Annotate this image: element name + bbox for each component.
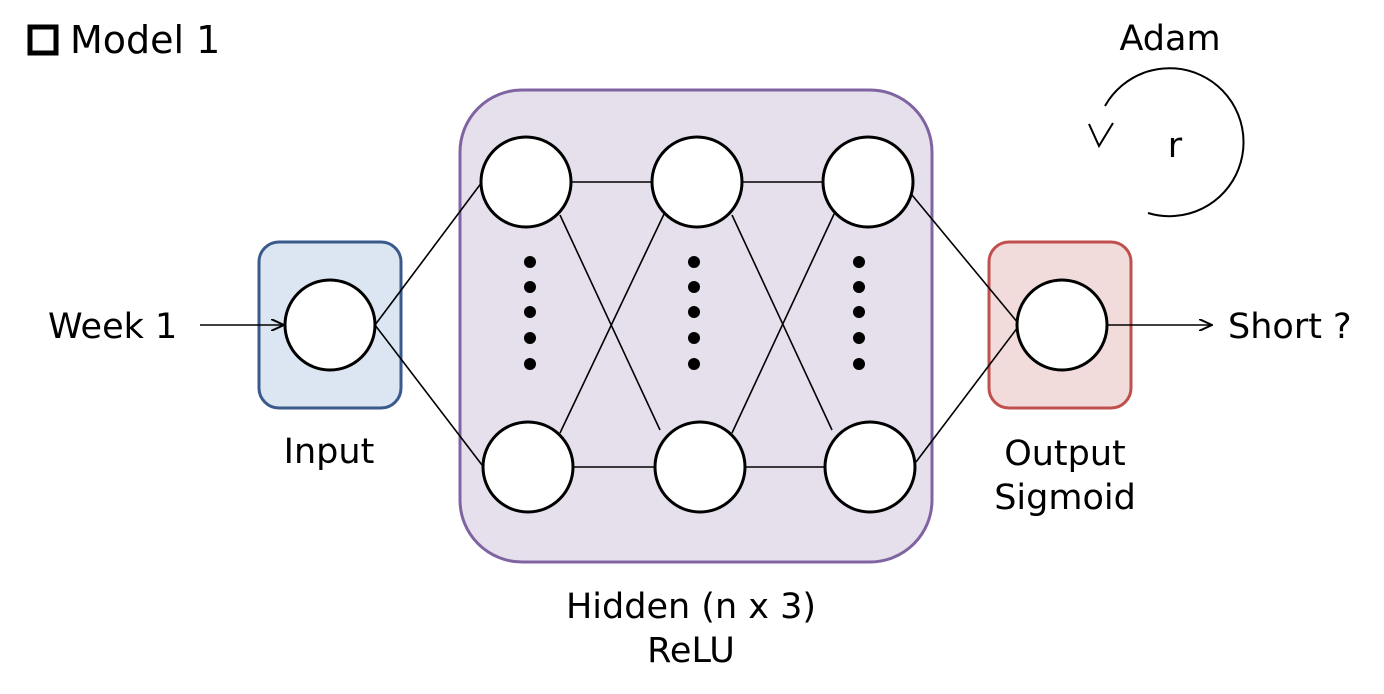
- optimizer-label: Adam: [1119, 19, 1220, 59]
- connections: [374, 181, 1019, 468]
- hidden-node: [481, 420, 575, 514]
- optimizer-symbol: r: [1168, 126, 1183, 166]
- loop-arrowhead: [1088, 122, 1114, 149]
- hidden-node: [821, 135, 915, 229]
- ellipsis-dots: [524, 256, 865, 370]
- loop-arrow-icon: [1104, 67, 1245, 218]
- hidden-activation-label: ReLU: [647, 631, 735, 671]
- input-layer-label: Input: [284, 432, 375, 472]
- output-text: Short ?: [1228, 307, 1352, 347]
- input-text: Week 1: [48, 307, 177, 347]
- output-activation-label: Sigmoid: [994, 478, 1136, 518]
- hidden-layer-box: [458, 88, 934, 564]
- page-title: Model 1: [70, 18, 220, 62]
- output-layer-label: Output: [1004, 434, 1126, 474]
- hidden-layer-label: Hidden (n x 3): [566, 587, 816, 627]
- title-square-icon: [27, 24, 59, 56]
- hidden-node: [823, 420, 917, 514]
- hidden-node: [653, 420, 747, 514]
- nodes: [283, 135, 1109, 514]
- output-node: [1015, 278, 1109, 372]
- hidden-node: [479, 135, 573, 229]
- input-node: [283, 278, 377, 372]
- hidden-node: [650, 135, 744, 229]
